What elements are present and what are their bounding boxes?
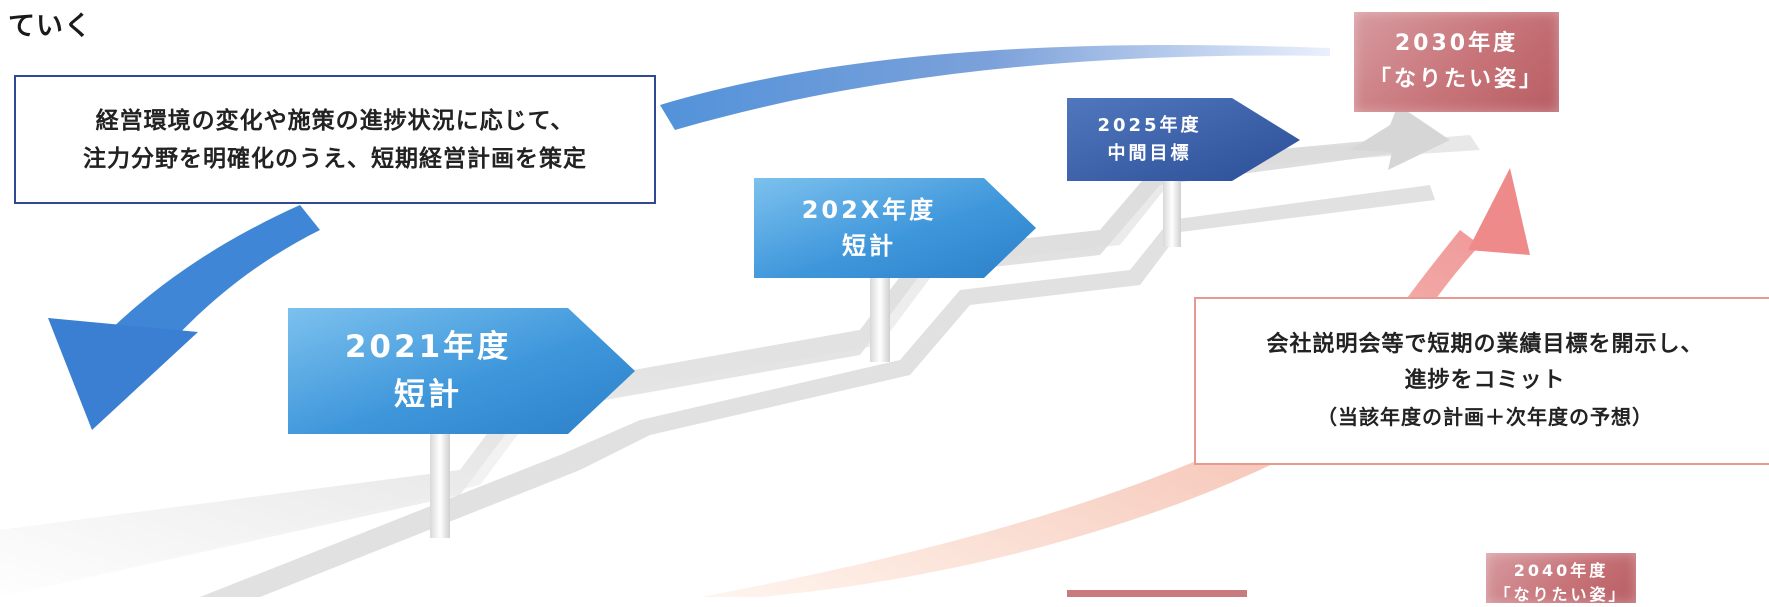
goal-box-bottom-partial <box>1067 590 1247 597</box>
callout-left-line1: 経営環境の変化や施策の進捗状況に応じて、 <box>95 107 575 134</box>
post-202x <box>870 270 890 362</box>
sign-board-2021 <box>288 308 635 434</box>
top-text: ていく <box>8 11 92 42</box>
pink-arrow-head <box>1468 168 1530 255</box>
callout-disclosure: 会社説明会等で短期の業績目標を開示し、 進捗をコミット （当該年度の計画＋次年度… <box>1194 297 1769 465</box>
goal-2030: 2030年度 「なりたい姿」 <box>1354 12 1559 112</box>
goal-2040: 2040年度 「なりたい姿」 <box>1486 553 1636 604</box>
sign-202x-year: 202X年度 <box>801 196 937 224</box>
goal-2040-label: 「なりたい姿」 <box>1494 585 1628 604</box>
blue-arrow-body <box>100 205 320 360</box>
callout-right-line1: 会社説明会等で短期の業績目標を開示し、 <box>1266 332 1704 357</box>
callout-right-line3: （当該年度の計画＋次年度の予想） <box>1317 405 1653 429</box>
sign-2025-year: 2025年度 <box>1097 114 1202 136</box>
callout-short-term-plan: 経営環境の変化や施策の進捗状況に応じて、 注力分野を明確化のうえ、短期経営計画を… <box>14 75 656 204</box>
sign-board-2025 <box>1067 98 1300 181</box>
goal-2030-year: 2030年度 <box>1394 31 1519 56</box>
road-shadow-band <box>200 185 1435 597</box>
sign-2021-year: 2021年度 <box>344 329 512 365</box>
road-arrow-head <box>1350 105 1450 170</box>
callout-right-line2: 進捗をコミット <box>1404 368 1566 393</box>
goal-2030-label: 「なりたい姿」 <box>1368 67 1544 92</box>
sign-board-202x <box>754 178 1036 278</box>
sign-2025: 2025年度 中間目標 <box>1067 98 1232 181</box>
sign-2025-label: 中間目標 <box>1107 142 1192 164</box>
sign-2021-label: 短計 <box>394 377 462 413</box>
sign-202x-label: 短計 <box>842 232 896 260</box>
sign-202x: 202X年度 短計 <box>754 178 984 278</box>
blue-arc <box>660 45 1330 130</box>
post-2025 <box>1163 172 1181 247</box>
callout-left-line2: 注力分野を明確化のうえ、短期経営計画を策定 <box>83 145 587 172</box>
blue-arrow-head <box>48 318 198 430</box>
road-surface <box>0 128 1420 597</box>
sign-2021: 2021年度 短計 <box>288 308 568 434</box>
goal-2040-year: 2040年度 <box>1513 561 1609 580</box>
post-2021 <box>430 420 450 538</box>
